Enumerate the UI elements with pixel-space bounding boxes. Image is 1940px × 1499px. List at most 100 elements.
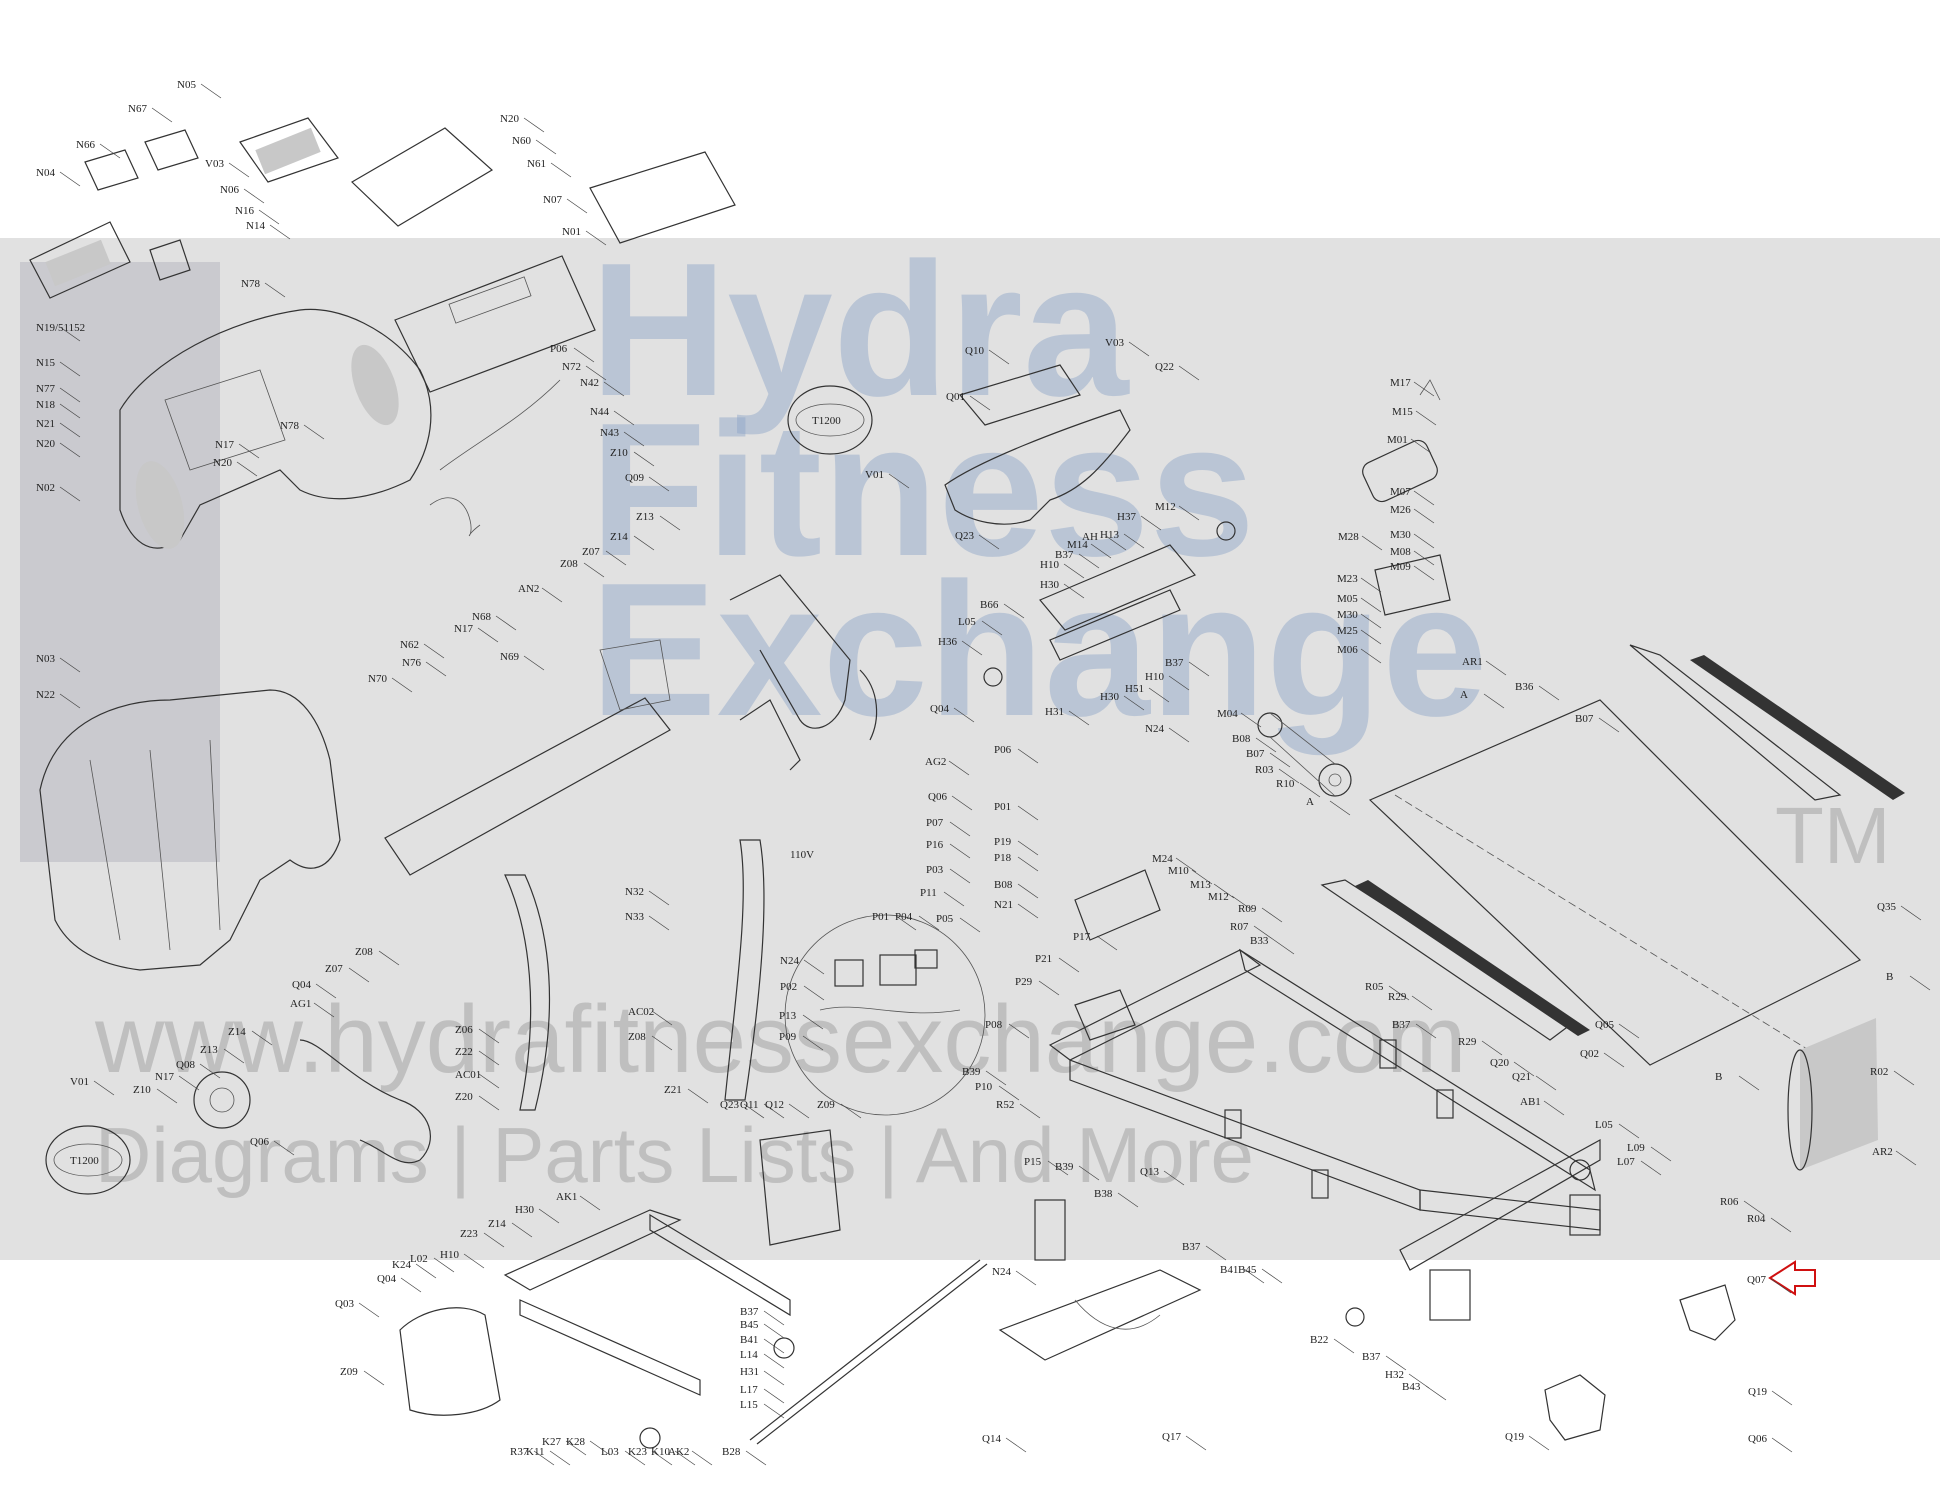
- leader-line: [483, 1232, 505, 1248]
- leader-line: [1543, 1100, 1565, 1116]
- part-label: N78: [241, 278, 260, 290]
- part-label: AN2: [518, 583, 539, 595]
- part-label: N20: [213, 457, 232, 469]
- part-label: AG2: [925, 756, 946, 768]
- part-label: V01: [865, 469, 884, 481]
- part-label: N42: [580, 377, 599, 389]
- leader-line: [93, 1080, 115, 1096]
- part-label: Q04: [292, 979, 311, 991]
- part-label: M15: [1392, 406, 1413, 418]
- motor-hood: [944, 364, 1131, 525]
- leader-line: [1770, 1217, 1792, 1233]
- leader-line: [579, 1195, 601, 1211]
- part-label: B07: [1246, 748, 1265, 760]
- part-label: N68: [472, 611, 491, 623]
- console-lower-cover: [39, 689, 341, 971]
- part-label: B33: [1250, 935, 1269, 947]
- leader-line: [478, 1028, 500, 1044]
- part-label: B: [1886, 971, 1893, 983]
- part-label: M25: [1337, 625, 1358, 637]
- leader-line: [1240, 712, 1262, 728]
- leader-line: [358, 1302, 380, 1318]
- part-label: K23: [628, 1446, 647, 1458]
- leader-line: [199, 1063, 221, 1079]
- part-label: M01: [1387, 434, 1408, 446]
- leader-line: [1017, 840, 1039, 856]
- leader-line: [1261, 1268, 1283, 1284]
- leader-line: [1017, 883, 1039, 899]
- part-label: M09: [1390, 561, 1411, 573]
- leader-line: [1388, 985, 1410, 1001]
- part-label: M28: [1338, 531, 1359, 543]
- leader-line: [1269, 752, 1291, 768]
- leader-line: [1410, 438, 1432, 454]
- part-label: Q08: [176, 1059, 195, 1071]
- part-label: H30: [515, 1204, 534, 1216]
- part-label: Z06: [455, 1024, 473, 1036]
- leader-line: [243, 188, 265, 204]
- leader-line: [1017, 856, 1039, 872]
- model-badge-bottom: T1200: [45, 1125, 131, 1195]
- leader-line: [1538, 685, 1560, 701]
- leader-line: [1909, 975, 1931, 991]
- part-label: V03: [205, 158, 224, 170]
- part-label: H31: [740, 1366, 759, 1378]
- part-label: H13: [1100, 529, 1119, 541]
- leader-line: [1618, 1123, 1640, 1139]
- part-label: B37: [1055, 549, 1074, 561]
- part-label: B45: [740, 1319, 759, 1331]
- leader-line: [763, 1310, 785, 1326]
- part-label: L02: [410, 1253, 428, 1265]
- leader-line: [981, 620, 1003, 636]
- part-label: B41: [1220, 1264, 1238, 1276]
- leader-line: [550, 162, 572, 178]
- part-label: N43: [600, 427, 619, 439]
- leader-line: [1413, 490, 1435, 506]
- leader-line: [533, 1450, 555, 1466]
- watermark-url: www.hydrafitnessexchange.com: [95, 986, 1467, 1093]
- part-label: AK1: [556, 1191, 577, 1203]
- part-label: A: [1460, 689, 1468, 701]
- leader-line: [763, 1370, 785, 1386]
- leader-line: [949, 821, 971, 837]
- part-label: B37: [1165, 657, 1184, 669]
- part-label: R29: [1388, 991, 1407, 1003]
- leader-line: [585, 230, 607, 246]
- part-label: R29: [1458, 1036, 1477, 1048]
- part-label: P04: [895, 911, 913, 923]
- part-label: N17: [215, 439, 234, 451]
- leader-line: [425, 661, 447, 677]
- part-label: R52: [996, 1099, 1014, 1111]
- leader-line: [1063, 583, 1085, 599]
- part-label: Z09: [340, 1366, 358, 1378]
- part-label: P06: [550, 343, 568, 355]
- leader-line: [59, 171, 81, 187]
- part-label: P13: [779, 1010, 797, 1022]
- leader-line: [1535, 1075, 1557, 1091]
- leader-line: [648, 476, 670, 492]
- part-label: Q11: [740, 1099, 759, 1111]
- leader-line: [541, 587, 563, 603]
- leader-line: [803, 959, 825, 975]
- base-frame: [399, 1129, 841, 1449]
- leader-line: [495, 615, 517, 631]
- leader-line: [1140, 515, 1162, 531]
- leader-line: [59, 387, 81, 403]
- leader-line: [1413, 381, 1435, 397]
- leader-line: [1900, 905, 1922, 921]
- leader-line: [633, 535, 655, 551]
- leader-line: [583, 562, 605, 578]
- leader-line: [589, 1440, 611, 1456]
- leader-line: [523, 117, 545, 133]
- watermark-logo: [20, 262, 220, 862]
- part-label: Q04: [930, 703, 949, 715]
- elevation-bracket: [983, 521, 1236, 687]
- part-label: B37: [1392, 1019, 1411, 1031]
- part-label: Q17: [1162, 1431, 1181, 1443]
- part-label: R04: [1747, 1213, 1766, 1225]
- leader-line: [1078, 553, 1100, 569]
- leader-line: [1068, 710, 1090, 726]
- leader-line: [651, 1450, 673, 1466]
- part-label: L09: [1627, 1142, 1645, 1154]
- leader-line: [763, 1353, 785, 1369]
